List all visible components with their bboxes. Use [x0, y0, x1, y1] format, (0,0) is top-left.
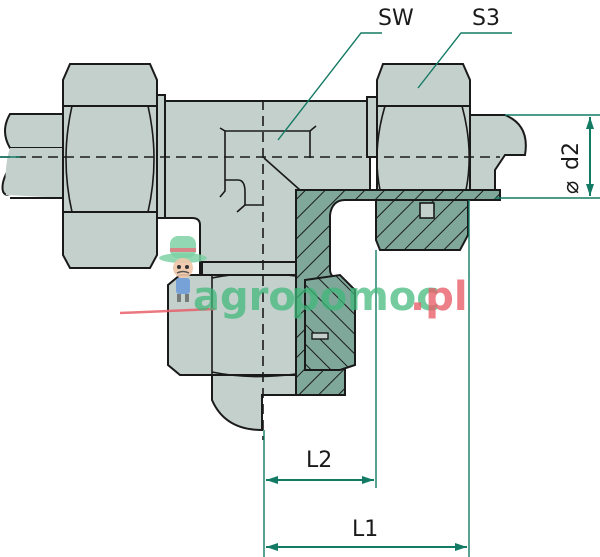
label-l1: L1: [352, 517, 378, 542]
watermark: agro pomoc .pl: [119, 236, 468, 320]
dimension-lines: [263, 200, 470, 557]
farmer-mascot-icon: [159, 236, 207, 302]
left-union-nut: [62, 63, 166, 269]
label-l2: L2: [306, 448, 332, 473]
watermark-pl: .pl: [410, 274, 468, 320]
bottom-union-nut: [167, 261, 297, 378]
label-diameter-symbol: ⌀: [559, 181, 584, 194]
label-sw: SW: [378, 6, 414, 31]
watermark-agro: agro: [193, 274, 296, 320]
right-pipe: [469, 114, 527, 191]
centerlines: [0, 100, 500, 440]
label-d2: d2: [559, 142, 584, 170]
left-pipe: [1, 113, 66, 199]
label-s3: S3: [472, 6, 500, 31]
leader-lines: [277, 32, 512, 141]
watermark-pomoc: pomoc: [291, 274, 440, 320]
right-union-nut: [366, 63, 471, 191]
cross-section: [295, 189, 501, 396]
dimension-d2: ⌀ d2: [495, 114, 600, 199]
